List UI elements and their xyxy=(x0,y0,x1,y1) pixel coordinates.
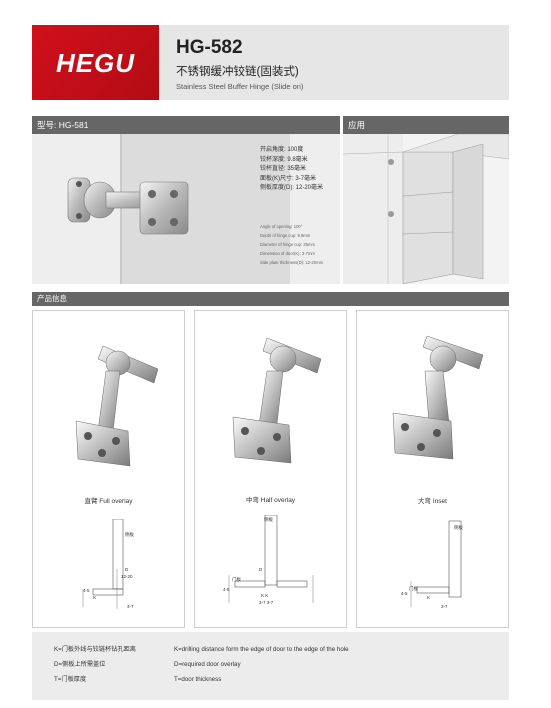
caption-full-overlay: 直臂 Full overlay xyxy=(84,498,133,505)
legend-panel: K=门板外线与铰链杯钻孔距离 D=侧板上所需盖位 T=门板厚度 K=drilli… xyxy=(32,632,509,700)
brand-logo: HEGU xyxy=(32,25,159,100)
diagram-full-overlay xyxy=(82,519,124,609)
spec-en-item: Depth of hinge cup: 9.8mm xyxy=(260,233,311,238)
product-card-half-overlay: 中弯 Half overlay 侧板 D 门板 4-5 K K 3-7 3-7 xyxy=(194,310,347,628)
brand-logo-text: HEGU xyxy=(55,48,136,78)
product-info-bar-label: 产品信息 xyxy=(37,294,67,303)
label-k-range: 3-7 3-7 xyxy=(259,600,274,605)
model-bar-label: 型号: HG-581 xyxy=(37,120,89,130)
spec-list-en: Angle of opening: 100° Depth of hinge cu… xyxy=(260,222,340,267)
product-card-inset: 大弯 Inset 侧板 门板 4-5 K 3-7 xyxy=(356,310,509,628)
door-edge-line xyxy=(120,134,122,284)
cabinet-illustration xyxy=(342,133,510,285)
spec-en-item: Dimension of door(K): 3-7mm xyxy=(260,251,315,256)
label-d: D xyxy=(259,567,263,572)
spec-list-cn: 开启角度: 100度 铰杯深度: 9.8毫米 铰杯直径: 35毫米 面板(K)尺… xyxy=(260,146,340,194)
spec-en-item: Side plate thickness(D): 12-20mm xyxy=(260,260,324,265)
label-door: 门板 xyxy=(232,577,241,582)
label-door: 门板 xyxy=(409,586,418,591)
diagram-half-overlay xyxy=(228,515,314,603)
spec-en-item: Angle of opening: 100° xyxy=(260,224,303,229)
model-bar: 型号: HG-581 xyxy=(32,116,340,134)
header-background xyxy=(159,25,509,100)
label-k: K K xyxy=(261,593,269,598)
label-k-range: 3-7 xyxy=(441,604,448,609)
product-card-full-overlay: 直臂 Full overlay 侧板 D 12-20 4-5 K 3-7 xyxy=(32,310,185,628)
hinge-inset-image xyxy=(392,335,484,460)
spec-cn-item: 铰杯深度: 9.8毫米 xyxy=(260,156,308,163)
model-title: HG-582 xyxy=(176,37,243,58)
spec-cn-item: 侧板厚度(D): 12-20毫米 xyxy=(260,185,324,191)
product-info-bar: 产品信息 xyxy=(32,292,509,306)
label-side-panel: 侧板 xyxy=(125,532,134,537)
spec-cn-item: 铰杯直径: 35毫米 xyxy=(260,166,307,172)
hinge-half-overlay-image xyxy=(232,337,322,464)
caption-half-overlay: 中弯 Half overlay xyxy=(245,497,296,504)
label-k-range: 3-7 xyxy=(127,604,134,609)
label-t: 4-5 xyxy=(401,591,408,596)
apply-bar: 应用 xyxy=(343,116,509,134)
legend-cn-item: K=门板外线与铰链杯钻孔距离 xyxy=(54,646,136,653)
legend-cn-item: D=侧板上所需盖位 xyxy=(54,661,106,668)
spec-en-item: Diameter of hinge cup: 35mm xyxy=(260,242,315,247)
legend-en-item: D=required door overlay xyxy=(174,661,241,668)
legend-cn-item: T=门板厚度 xyxy=(54,676,87,683)
caption-inset: 大弯 Inset xyxy=(418,498,447,505)
label-range: 12-20 xyxy=(121,574,133,579)
title-chinese: 不锈钢缓冲铰链(固装式) xyxy=(176,66,299,78)
apply-bar-label: 应用 xyxy=(348,120,366,130)
spec-cn-item: 开启角度: 100度 xyxy=(260,147,304,153)
application-panel xyxy=(342,133,510,285)
label-d: D xyxy=(125,567,129,572)
legend-en-item: K=drilling distance form the edge of doo… xyxy=(174,646,349,653)
label-t: 4-5 xyxy=(83,588,90,593)
hinge-photo xyxy=(67,177,189,235)
spec-cn-item: 面板(K)尺寸: 3-7毫米 xyxy=(260,175,317,182)
label-side-panel: 侧板 xyxy=(264,517,273,522)
hinge-photo-panel: 开启角度: 100度 铰杯深度: 9.8毫米 铰杯直径: 35毫米 面板(K)尺… xyxy=(32,134,340,284)
title-english: Stainless Steel Buffer Hinge (Slide on) xyxy=(176,82,304,91)
legend-en: K=drilling distance form the edge of doo… xyxy=(174,642,349,687)
label-t: 4-5 xyxy=(223,587,230,592)
diagram-inset xyxy=(410,520,462,607)
legend-en-item: T=door thickness xyxy=(174,676,222,683)
label-side-panel: 侧板 xyxy=(454,525,463,530)
label-k: K xyxy=(93,595,97,600)
hinge-full-overlay-image xyxy=(75,345,159,467)
legend-cn: K=门板外线与铰链杯钻孔距离 D=侧板上所需盖位 T=门板厚度 xyxy=(54,642,136,687)
label-k: K xyxy=(427,595,431,600)
